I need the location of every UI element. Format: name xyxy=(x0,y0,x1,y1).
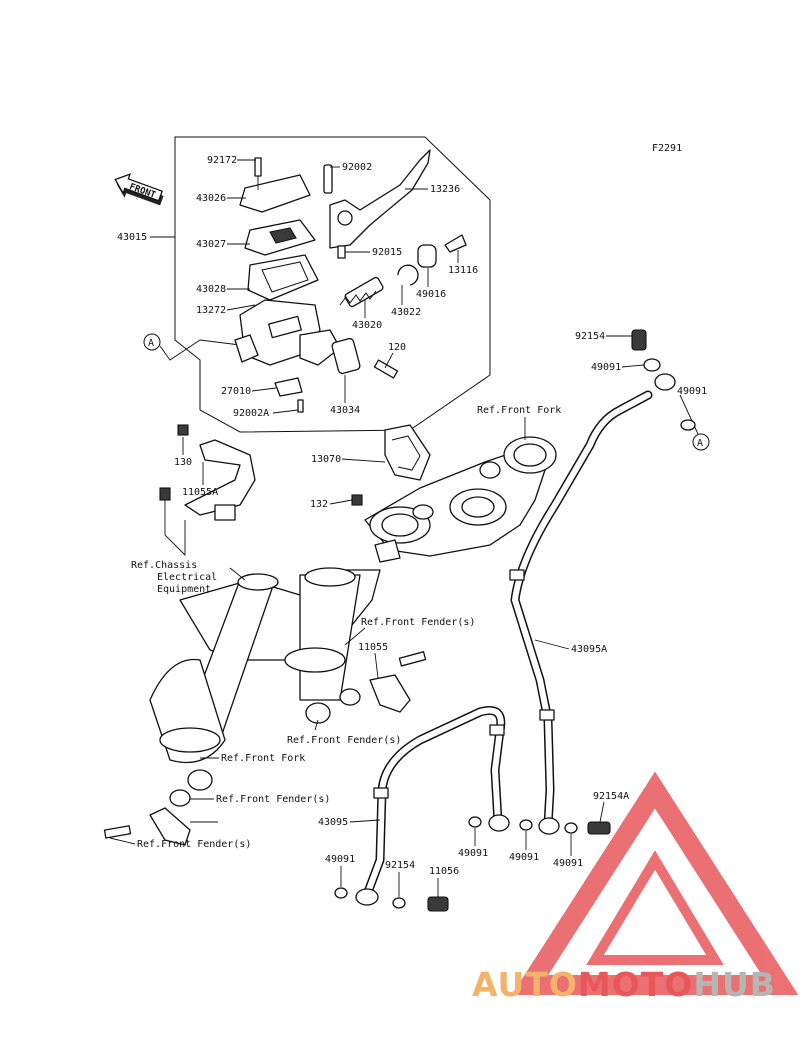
piston-assembly xyxy=(331,234,467,379)
callout-11055a: 11055A xyxy=(182,487,218,498)
ref-front-fender-right: Ref.Front Fender(s) xyxy=(216,794,330,805)
lower-banjo-hardware xyxy=(334,814,611,912)
callout-13272: 13272 xyxy=(196,305,226,316)
watermark-text: AUTOMOTOHUB xyxy=(472,965,776,1004)
bracket-11055a xyxy=(159,424,256,521)
assembly-outline xyxy=(174,136,491,433)
callout-43020: 43020 xyxy=(352,320,382,331)
clamp-11056 xyxy=(103,807,191,846)
callout-92015: 92015 xyxy=(372,247,402,258)
hose-guide-bracket xyxy=(351,424,431,506)
clamp-11055 xyxy=(305,651,427,724)
callout-13070: 13070 xyxy=(311,454,341,465)
reservoir-cap xyxy=(239,157,319,301)
ref-front-fender-mid: Ref.Front Fender(s) xyxy=(287,735,401,746)
callout-27010: 27010 xyxy=(221,386,251,397)
callout-92154a: 92154A xyxy=(593,791,629,802)
callout-43028: 43028 xyxy=(196,284,226,295)
callout-43026: 43026 xyxy=(196,193,226,204)
callout-49091-lower-a: 49091 xyxy=(458,848,488,859)
front-fork xyxy=(149,567,381,807)
callout-132: 132 xyxy=(310,499,328,510)
upper-triple-clamp xyxy=(364,436,557,563)
callout-43095: 43095 xyxy=(318,817,348,828)
callout-49091-lower-b: 49091 xyxy=(509,852,539,863)
callout-92002a: 92002A xyxy=(233,408,269,419)
reference-labels: Ref.Chassis Electrical Equipment Ref.Fro… xyxy=(109,500,475,850)
figure-code: F2291 xyxy=(652,143,682,154)
callout-49091-lower-c: 49091 xyxy=(553,858,583,869)
callout-13116: 13116 xyxy=(448,265,478,276)
callout-92154-lower: 11056 xyxy=(429,866,459,877)
callout-49091-upper-left: 49091 xyxy=(591,362,621,373)
callout-49091-lower-d: 49091 xyxy=(325,854,355,865)
callout-43027: 43027 xyxy=(196,239,226,250)
ref-front-fender-bottom: Ref.Front Fender(s) xyxy=(137,839,251,850)
callout-49091-upper-right: 49091 xyxy=(677,386,707,397)
svg-text:AUTOMOTOHUB: AUTOMOTOHUB xyxy=(472,965,776,1004)
brake-hoses xyxy=(363,390,653,897)
callout-11055: 11055 xyxy=(358,642,388,653)
callout-130: 130 xyxy=(174,457,192,468)
connector-a-left-label: A xyxy=(148,338,154,349)
watermark-hub: HUB xyxy=(693,965,776,1004)
ref-chassis-line3: Equipment xyxy=(157,584,211,595)
callout-43034: 43034 xyxy=(330,405,360,416)
callout-43015: 43015 xyxy=(117,232,147,243)
callout-49016: 49016 xyxy=(416,289,446,300)
callout-43022: 43022 xyxy=(391,307,421,318)
connector-a-left: A xyxy=(143,333,241,361)
ref-chassis-line1: Ref.Chassis xyxy=(131,560,197,571)
banjo-bolt-upper xyxy=(631,329,696,431)
callout-92172: 92172 xyxy=(207,155,237,166)
watermark-auto: AUTO xyxy=(472,965,578,1004)
callout-13236: 13236 xyxy=(430,184,460,195)
ref-front-fork-lower: Ref.Front Fork xyxy=(221,753,305,764)
callout-43095a: 43095A xyxy=(571,644,607,655)
watermark-logo xyxy=(511,771,799,995)
ref-chassis-line2: Electrical xyxy=(157,572,217,583)
callout-49091-lower-e: 92154 xyxy=(385,860,415,871)
brake-lever xyxy=(323,149,431,259)
callout-92154-upper: 92154 xyxy=(575,331,605,342)
callout-92002: 92002 xyxy=(342,162,372,173)
connector-a-right: A xyxy=(679,394,710,451)
front-arrow-icon: FRONT xyxy=(114,173,164,206)
callout-120: 120 xyxy=(388,342,406,353)
callout-labels: 92172 92002 43026 13236 43015 43027 9201… xyxy=(117,155,707,897)
callout-ref-front-fork-upper: Ref.Front Fork xyxy=(477,405,561,416)
connector-a-right-label: A xyxy=(697,438,703,449)
watermark-moto: MOTO xyxy=(578,965,693,1004)
master-cylinder-body xyxy=(234,299,341,413)
ref-front-fender-top: Ref.Front Fender(s) xyxy=(361,617,475,628)
